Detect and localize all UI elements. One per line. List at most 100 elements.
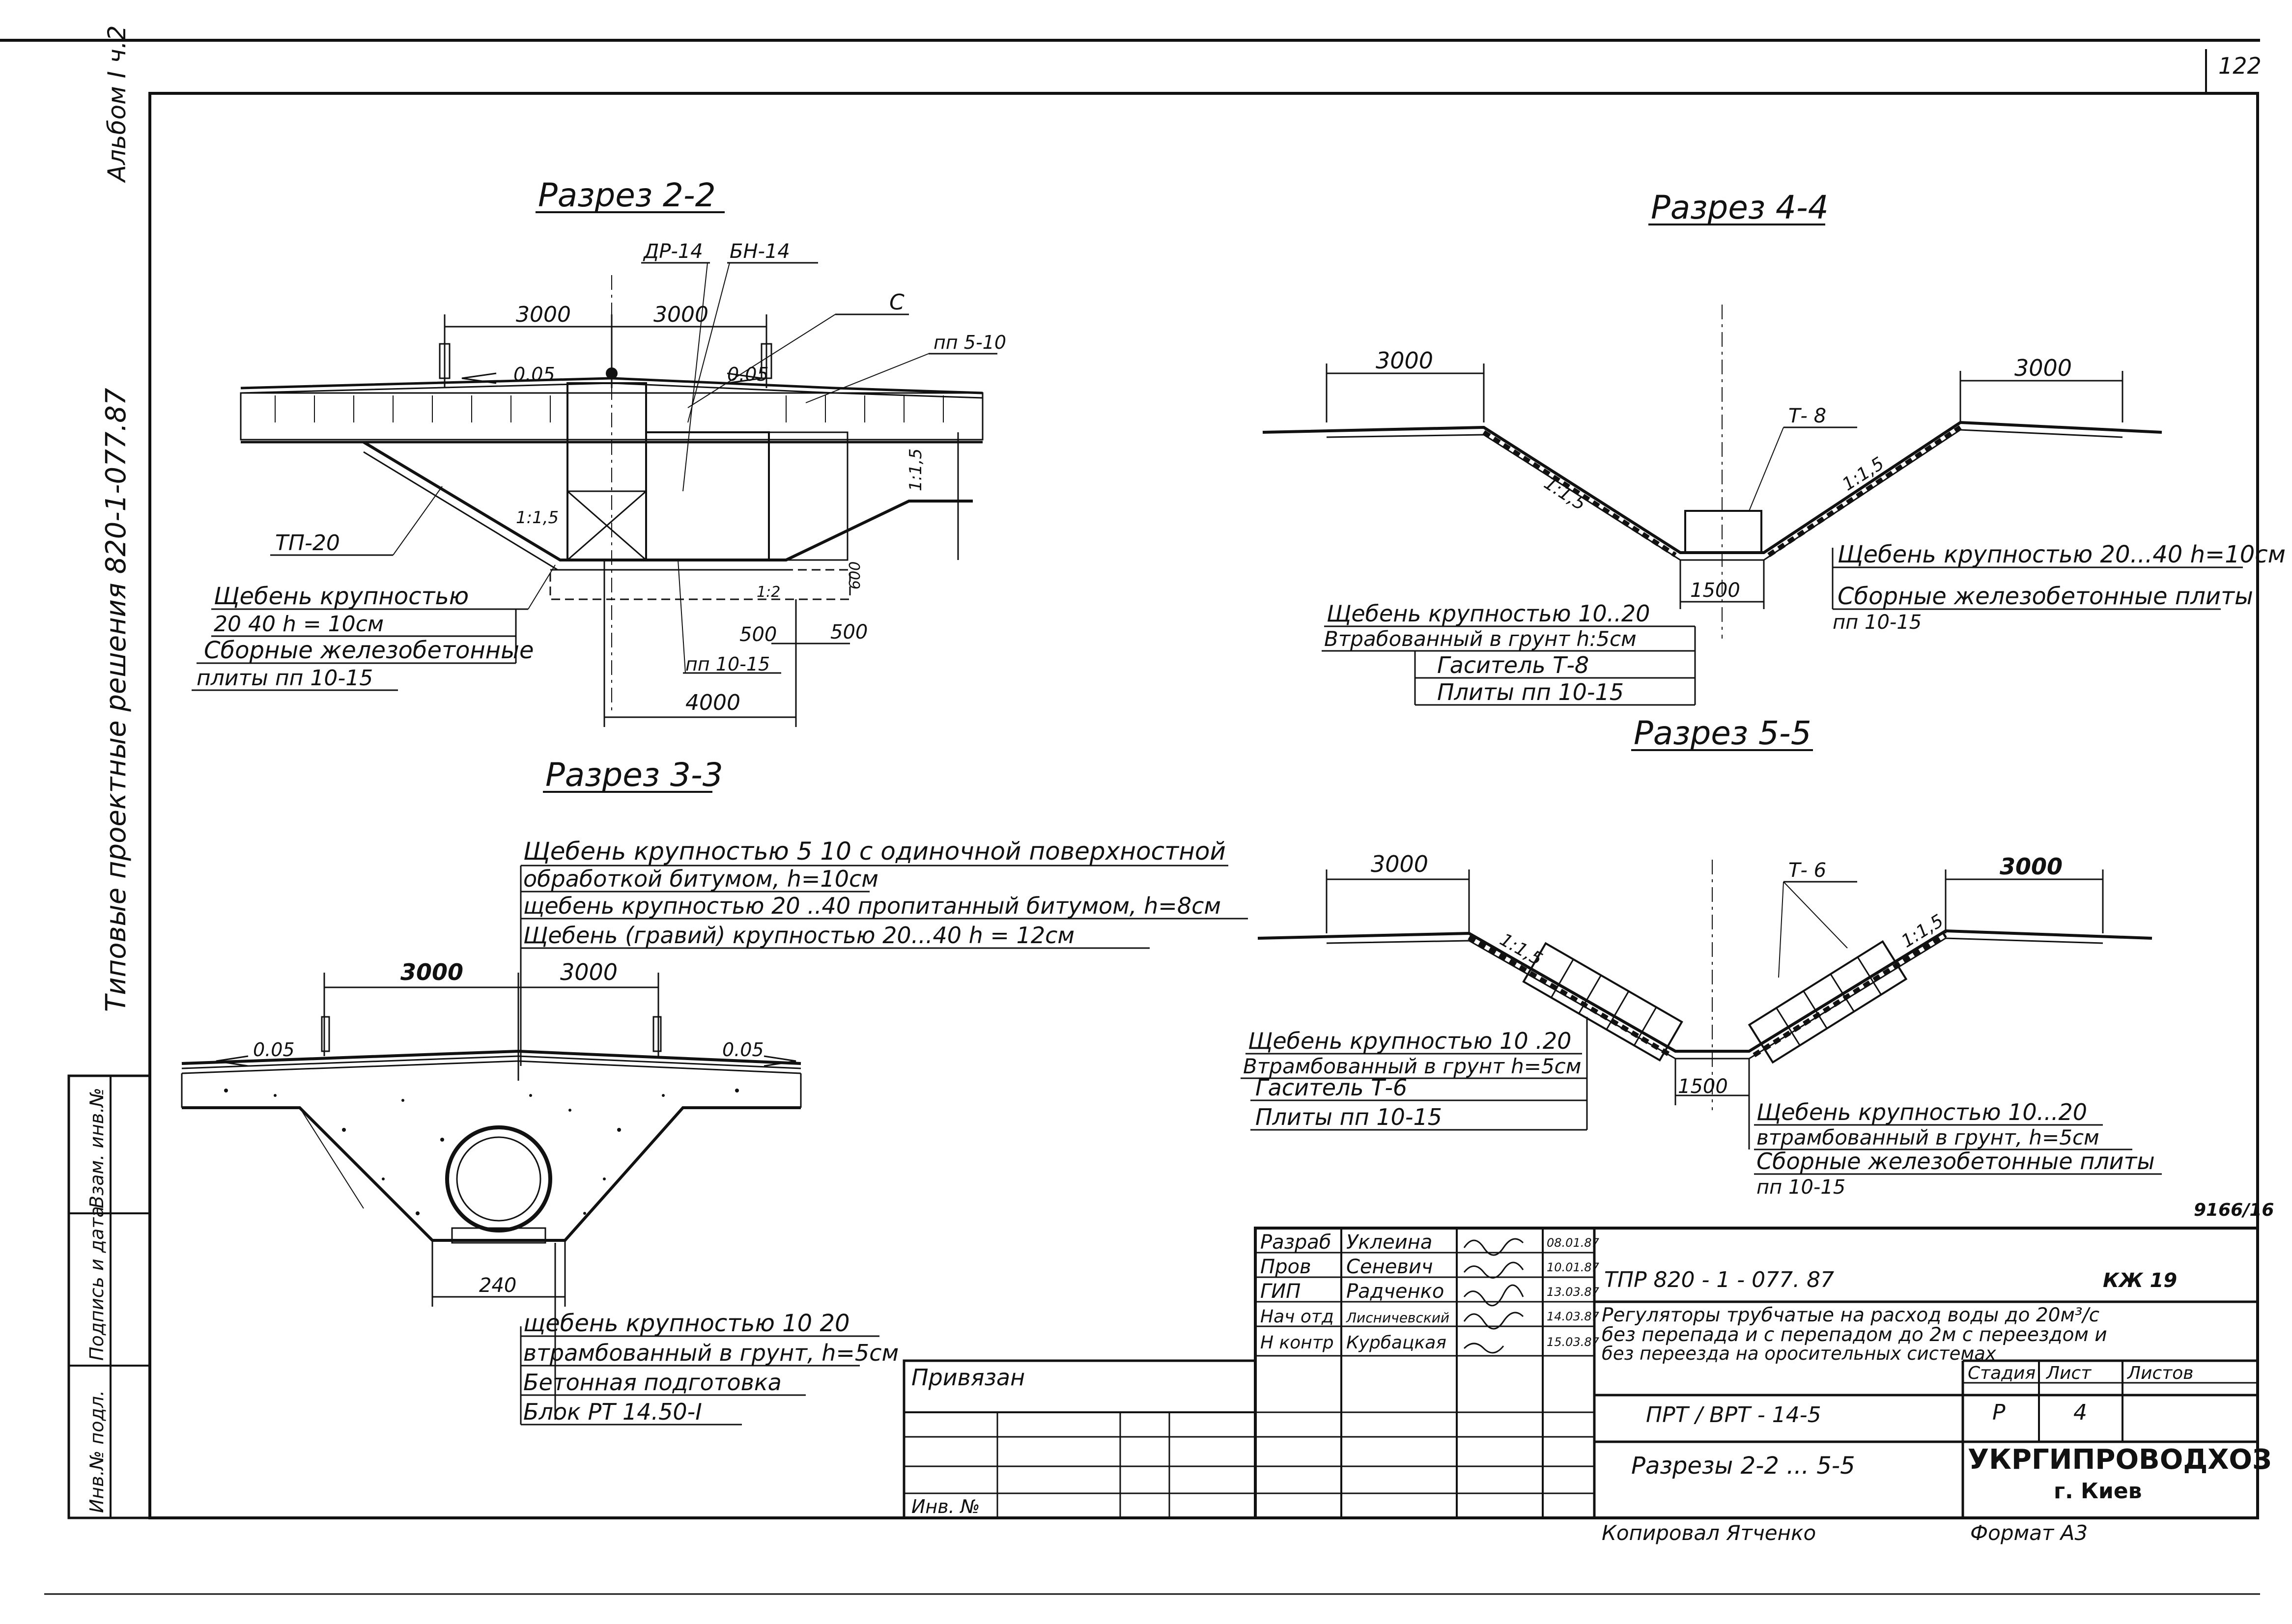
sig-name-3: Лисничевский <box>1346 1310 1449 1326</box>
callout-5-5-r3: Сборные железобетонные плиты <box>1756 1148 2155 1175</box>
vzam-label: Взам. инв.№ <box>86 1088 108 1208</box>
inv-podl-label: Инв.№ подл. <box>86 1390 108 1513</box>
section-2-2-title: Разрез 2-2 <box>538 176 716 214</box>
callout-4-4-r3: пп 10-15 <box>1833 611 1922 634</box>
section-4-4: Разрез 4-4 3000 3000 1500 Т- 8 1:1,5 1:1… <box>1262 189 2286 706</box>
signature-mark <box>1463 1343 1504 1354</box>
variant-code: ПРТ / ВРТ - 14-5 <box>1646 1402 1821 1428</box>
side-title: Типовые проектные решения 820-1-077.87 <box>100 388 132 1012</box>
org-city: г. Киев <box>2054 1479 2142 1504</box>
sig-date-0: 08.01.87 <box>1547 1236 1600 1250</box>
label-t8: Т- 8 <box>1788 405 1826 427</box>
callout-4-4-r1: Щебень крупностью 20...40 h=10см <box>1838 541 2286 568</box>
dim-5-5-3000-right: 3000 <box>2000 853 2063 880</box>
dim-2-2-3000-right: 3000 <box>653 302 708 327</box>
callout-4-4-l2: Втрабованный в грунт h:5см <box>1324 627 1637 651</box>
dim-2-2-3000-left: 3000 <box>516 302 571 327</box>
signature-mark <box>1463 1261 1524 1279</box>
callout-3-3-bot1: щебень крупностью 10 20 <box>523 1310 850 1337</box>
side-stamp: Инв.№ подл. Подпись и дата Взам. инв.№ <box>67 1074 151 1519</box>
page-number: 122 <box>2218 53 2262 79</box>
callout-2-2-line3: Сборные железобетонные <box>204 637 534 664</box>
callout-2-2-line1: Щебень крупностью <box>214 583 469 610</box>
copied-by: Копировал Ятченко <box>1602 1521 1816 1545</box>
description-line1: Регуляторы трубчатые на расход воды до 2… <box>1602 1304 2099 1326</box>
callout-2-2-line2: 20 40 h = 10см <box>214 612 384 637</box>
privyazan-label: Привязан <box>911 1364 1025 1391</box>
slope-2-2-left: 1:1,5 <box>516 508 559 528</box>
podpis-label: Подпись и дата <box>86 1206 108 1361</box>
album-label: Альбом I ч.2 <box>103 25 131 183</box>
callout-3-3-top1: Щебень крупностью 5 10 с одиночной повер… <box>523 837 1226 866</box>
sig-date-4: 15.03.87 <box>1547 1335 1600 1349</box>
callout-5-5-r2: втрамбованный в грунт, h=5см <box>1756 1125 2099 1149</box>
callout-5-5-l4: Плиты пп 10-15 <box>1255 1104 1442 1130</box>
callout-3-3-top2: обработкой битумом, h=10см <box>523 866 878 892</box>
callout-5-5-l3: Гаситель Т-6 <box>1255 1074 1407 1101</box>
sheet-label: Лист <box>2045 1363 2092 1383</box>
callout-5-5-r4: пп 10-15 <box>1756 1176 1845 1199</box>
signature-mark <box>1463 1238 1524 1256</box>
kzh-code: КЖ 19 <box>2103 1269 2177 1292</box>
dim-2-2-4000: 4000 <box>685 690 740 715</box>
sig-date-1: 10.01.87 <box>1547 1260 1600 1274</box>
label-tp20: ТП-20 <box>275 531 340 556</box>
callout-3-3-top4: Щебень (гравий) крупностью 20...40 h = 1… <box>523 922 1075 949</box>
section-3-3-title: Разрез 3-3 <box>545 756 723 794</box>
stage-label: Стадия <box>1968 1363 2036 1383</box>
sig-name-0: Уклеина <box>1346 1231 1432 1254</box>
sig-role-4: Н контр <box>1260 1333 1334 1353</box>
section-3-3: Разрез 3-3 Щебень крупностью 5 10 с один… <box>181 756 1248 1426</box>
signature-mark <box>1463 1312 1524 1330</box>
dim-4-4-3000-right: 3000 <box>2014 355 2072 381</box>
label-pp1015-2-2: пп 10-15 <box>685 653 770 675</box>
sheet-title: Разрезы 2-2 ... 5-5 <box>1631 1452 1855 1480</box>
sig-role-2: ГИП <box>1260 1280 1301 1303</box>
slope-2-2-right: 1:1,5 <box>906 448 926 491</box>
dim-3-3-3000-left: 3000 <box>400 959 463 985</box>
org-name: УКРГИПРОВОДХОЗ <box>1968 1444 2272 1476</box>
dim-2-2-600: 600 <box>847 561 864 589</box>
callout-5-5-l2: Втрамбованный в грунт h=5см <box>1243 1054 1581 1078</box>
slope-2-2-bottom: 1:2 <box>757 584 780 601</box>
callout-5-5-l1: Щебень крупностью 10 .20 <box>1248 1028 1571 1054</box>
callout-4-4-l4: Плиты пп 10-15 <box>1437 679 1624 705</box>
sheets-label: Листов <box>2126 1363 2193 1383</box>
label-c: С <box>889 290 905 315</box>
sheet-number: 4 <box>2073 1400 2087 1425</box>
callout-3-3-bot3: Бетонная подготовка <box>523 1369 782 1396</box>
dim-5-5-1500: 1500 <box>1678 1075 1728 1098</box>
inv-no-label: Инв. № <box>911 1496 980 1517</box>
section-5-5-title: Разрез 5-5 <box>1634 714 1811 752</box>
label-t6: Т- 6 <box>1788 859 1826 882</box>
doc-code-mark: 9166/16 <box>2194 1200 2274 1220</box>
dim-3-3-240: 240 <box>479 1274 516 1297</box>
dim-2-2-500b: 500 <box>830 621 868 644</box>
sig-date-2: 13.03.87 <box>1547 1285 1600 1299</box>
callout-4-4-r2: Сборные железобетонные плиты <box>1838 583 2253 610</box>
label-bn14: БН-14 <box>730 240 790 263</box>
doc-number: ТПР 820 - 1 - 077. 87 <box>1604 1267 1834 1292</box>
description-line2: без перепада и с перепадом до 2м с перее… <box>1602 1324 2107 1346</box>
dim-3-3-3000-right: 3000 <box>560 959 618 985</box>
sig-role-0: Разраб <box>1260 1231 1331 1254</box>
callout-4-4-l1: Щебень крупностью 10..20 <box>1327 600 1650 627</box>
dim-2-2-500a: 500 <box>739 623 777 646</box>
label-pp510: пп 5-10 <box>934 332 1006 353</box>
section-4-4-title: Разрез 4-4 <box>1651 189 1829 226</box>
callout-3-3-bot2: втрамбованный в грунт, h=5см <box>523 1340 899 1366</box>
sig-name-1: Сеневич <box>1346 1256 1433 1278</box>
section-5-5: Разрез 5-5 3000 3000 <box>1241 714 2162 1199</box>
callout-2-2-line4: плиты пп 10-15 <box>197 666 373 691</box>
sig-name-2: Радченко <box>1346 1280 1444 1303</box>
section-2-2: Разрез 2-2 3000 3000 0.05 0.05 <box>192 176 1006 727</box>
format-label: Формат А3 <box>1970 1521 2088 1545</box>
signature-mark <box>1463 1284 1524 1307</box>
sig-name-4: Курбацкая <box>1346 1333 1446 1353</box>
stage-value: Р <box>1992 1400 2006 1425</box>
callout-4-4-l3: Гаситель Т-8 <box>1437 652 1589 678</box>
slope-4-4-right: 1:1,5 <box>1839 453 1888 495</box>
description-line3: без переезда на оросительных системах <box>1602 1343 1997 1364</box>
label-dr14: ДР-14 <box>643 240 703 263</box>
